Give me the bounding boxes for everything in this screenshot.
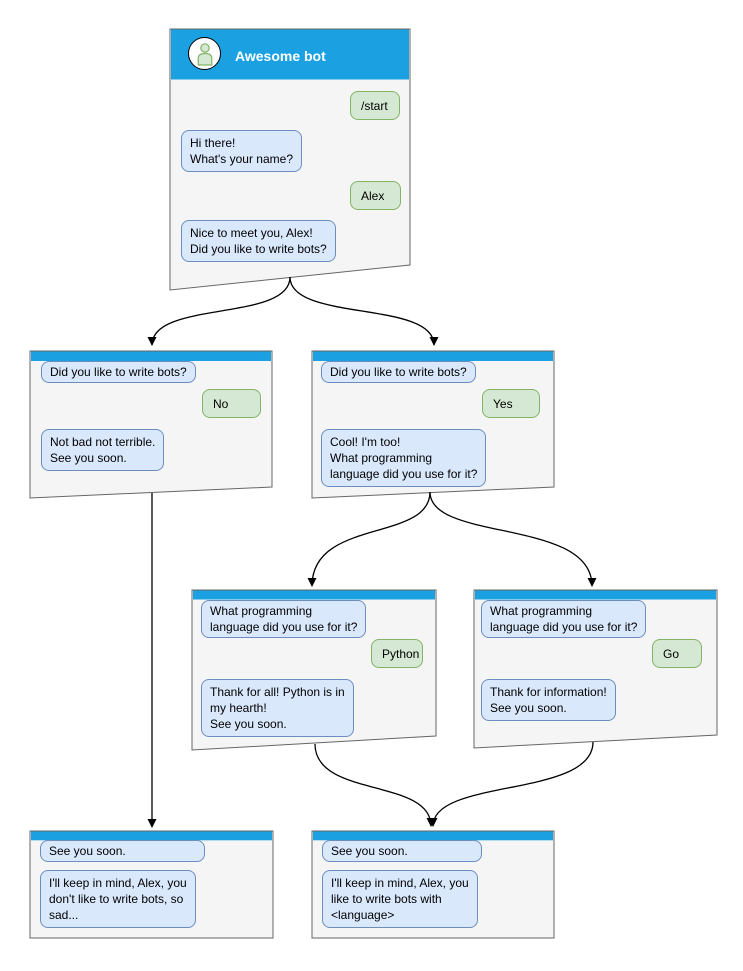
user-message-bubble: Go [652,639,702,668]
bot-message-bubble: Did you like to write bots? [41,361,196,383]
user-message-text: Alex [361,188,385,203]
edge-yes-to-go [429,491,597,587]
title-bar-python [193,590,435,600]
title-bar-endno [31,831,272,841]
user-message-bubble: Alex [350,181,401,210]
title-bar-go [475,590,716,600]
bot-message-bubble: Hi there! What's your name? [181,130,303,172]
person-icon [197,42,212,66]
bot-message-bubble: What programming language did you use fo… [481,600,647,638]
edge-python-to-endyes [314,743,436,827]
bot-message-bubble: See you soon. [40,840,205,862]
bot-message-bubble: Not bad not terrible. See you soon. [41,429,165,471]
edge-go-to-endyes [428,741,594,827]
chat-window-endyes: See you soon. I'll keep in mind, Alex, y… [312,831,554,938]
bot-message-bubble: What programming language did you use fo… [201,600,367,638]
bot-message-bubble: I'll keep in mind, Alex, you like to wri… [322,870,478,928]
title-bar-yes [313,351,553,361]
title-bar-no [31,351,271,361]
edge-start-to-no [147,276,291,346]
user-message-text: Go [663,646,680,661]
user-message-bubble: No [202,389,261,418]
bot-avatar [188,37,221,70]
bot-message-bubble: Thank for all! Python is in my hearth! S… [201,679,354,737]
chat-window-endno: See you soon. I'll keep in mind, Alex, y… [30,831,273,938]
bot-message-bubble: Thank for information! See you soon. [481,679,616,721]
user-message-bubble: Python [371,639,423,668]
user-message-text: Yes [493,396,513,411]
bot-message-bubble: See you soon. [322,840,482,862]
chat-window-yes: Did you like to write bots? Yes Cool! I'… [312,351,554,498]
edge-start-to-yes [289,276,439,346]
bot-message-bubble: I'll keep in mind, Alex, you don't like … [40,870,196,928]
bot-message-bubble: Did you like to write bots? [321,361,476,383]
chat-window-no: Did you like to write bots? No Not bad n… [30,351,272,498]
chat-window-python: What programming language did you use fo… [192,590,436,750]
title-bar-endyes [313,831,553,841]
edge-yes-to-python [307,491,431,587]
user-message-text: No [213,396,229,411]
bot-message-bubble: Nice to meet you, Alex! Did you like to … [181,220,336,262]
user-message-bubble: Yes [482,389,540,418]
user-message-bubble: /start [350,91,400,120]
chat-window-go: What programming language did you use fo… [474,590,717,748]
chat-window-start: Awesome bot /start Hi there! What's your… [170,29,410,290]
bot-message-bubble: Cool! I'm too! What programming language… [321,429,487,487]
user-message-text: Python [382,646,420,661]
user-message-text: /start [361,98,388,113]
window-title: Awesome bot [235,48,326,64]
